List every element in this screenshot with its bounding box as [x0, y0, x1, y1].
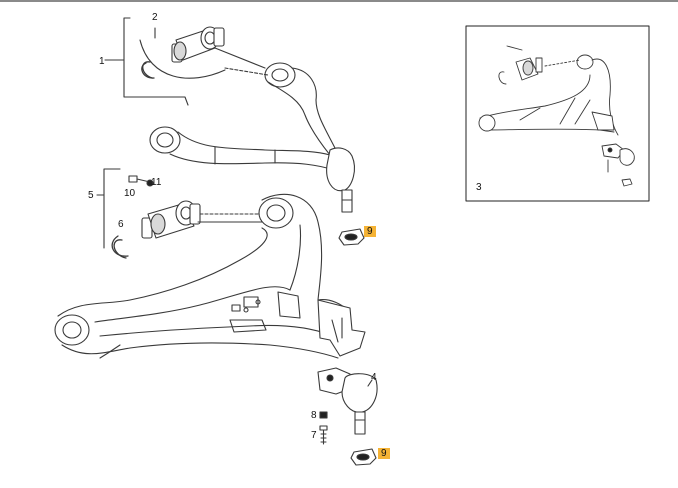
top-divider: [0, 0, 678, 2]
lower-ball-joint: [317, 367, 378, 435]
callout-3: 3: [476, 182, 482, 193]
callout-5: 5: [88, 190, 94, 201]
callout-8: 8: [311, 410, 317, 421]
callout-6: 6: [118, 219, 124, 230]
bolt-10-nut-11: [128, 175, 154, 187]
callout-9-upper: 9: [364, 226, 376, 237]
upper-nut: [338, 228, 365, 246]
bracket-5: [96, 168, 121, 241]
bolt-7-washer-8: [319, 411, 328, 445]
lower-bushing-exploded: [111, 200, 201, 259]
callout-11: 11: [151, 177, 162, 188]
inset-assembly: [478, 45, 635, 187]
callout-4: 4: [371, 372, 377, 383]
callout-10: 10: [124, 188, 136, 199]
callout-2: 2: [152, 12, 158, 23]
lower-control-arm: [54, 193, 366, 359]
upper-control-arm: [149, 62, 355, 213]
bracket-1: [117, 17, 189, 106]
lower-nut: [350, 448, 377, 466]
callout-1: 1: [99, 56, 105, 67]
callout-9-lower: 9: [378, 448, 390, 459]
upper-bushing-exploded: [139, 26, 226, 79]
callout-7: 7: [311, 430, 317, 441]
inset-frame: [465, 25, 650, 202]
